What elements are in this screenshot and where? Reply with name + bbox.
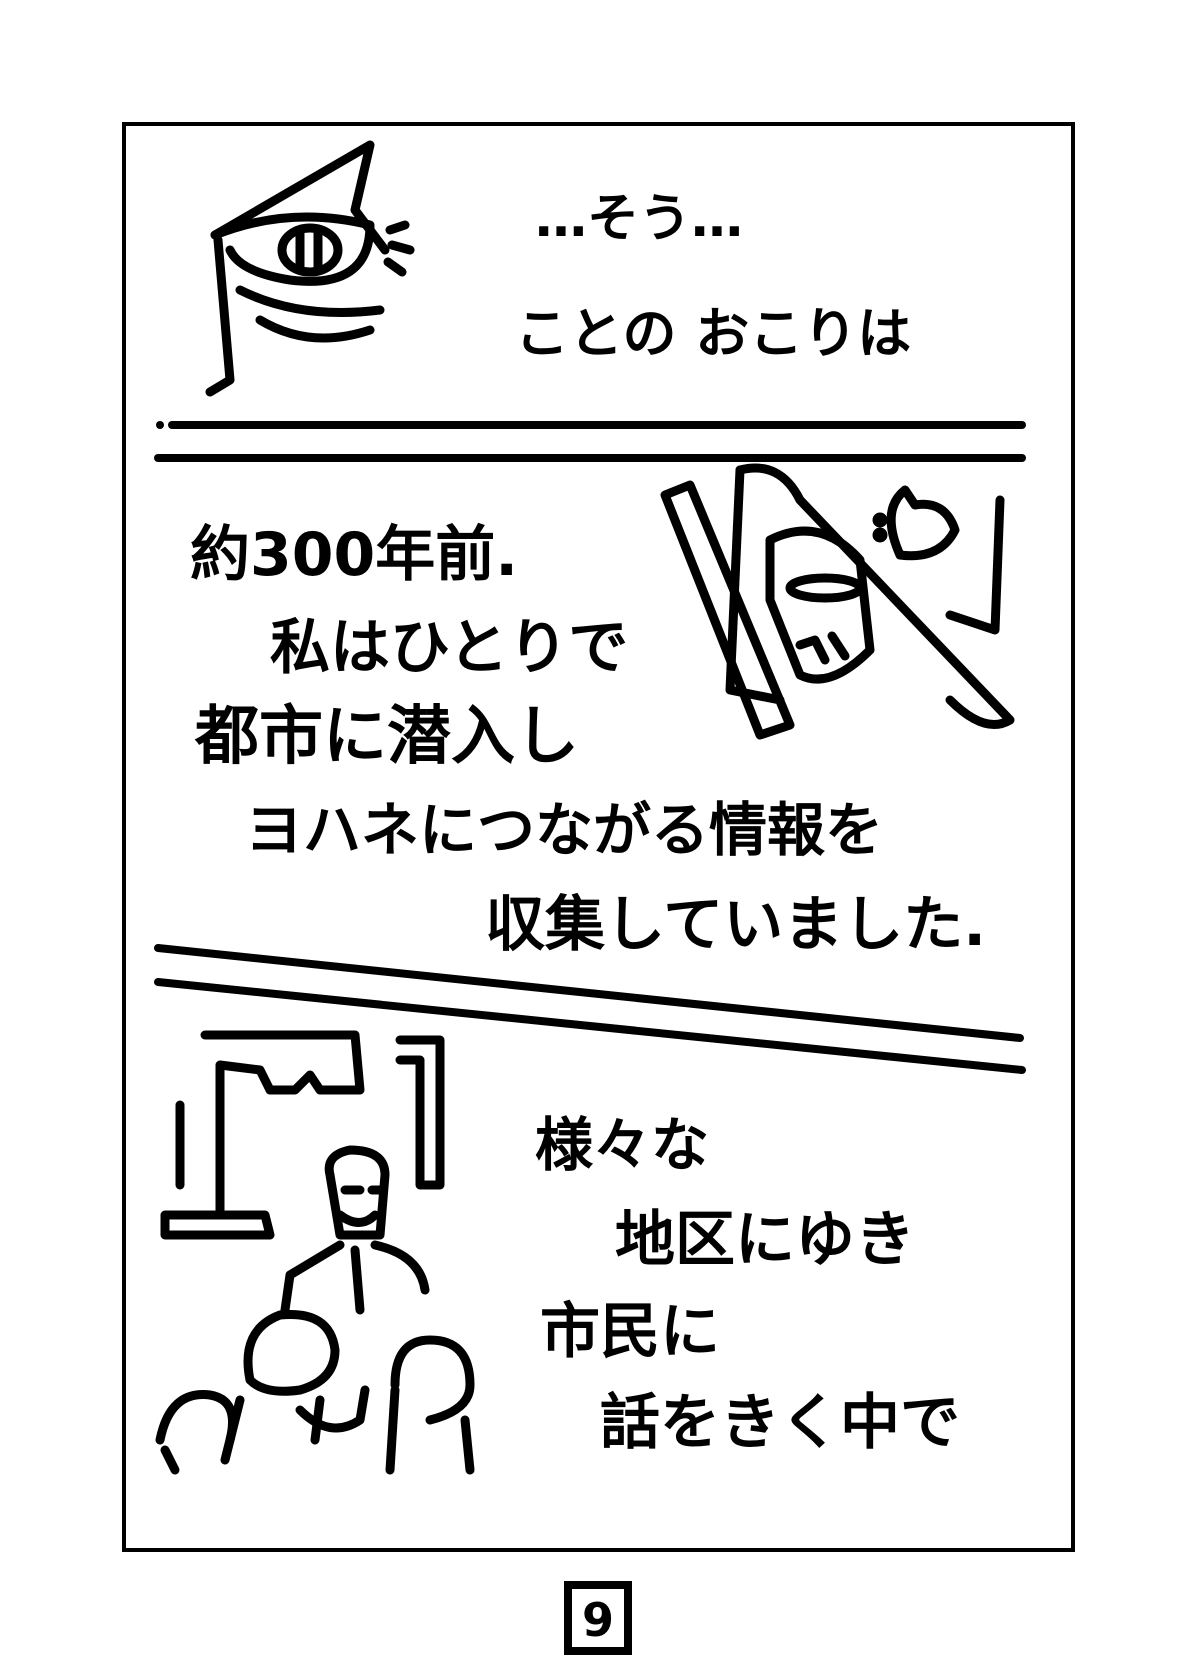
panel-2-line-3: 都市に潜入し: [194, 700, 579, 774]
panel-2-line-2: 私はひとりで: [270, 613, 628, 683]
hooded-figure-drawing: [660, 463, 1015, 740]
panel-3: 様々な 地区にゆき 市民に 話をきく中で: [155, 1030, 960, 1475]
page-number: 9: [564, 1581, 632, 1655]
panel-1-line-1: …そう…: [535, 189, 743, 249]
panel-divider-1: [154, 421, 1026, 462]
page-frame: [122, 122, 1075, 1552]
page-number-label: 9: [582, 1593, 614, 1647]
panel-3-line-1: 様々な: [535, 1111, 709, 1179]
eye-character-drawing: [205, 140, 415, 397]
panel-2-line-1: 約300年前.: [190, 520, 518, 590]
market-stall-drawing: [155, 1030, 475, 1475]
panel-3-line-2: 地区にゆき: [615, 1205, 915, 1275]
panel-2: 約300年前. 私はひとりで 都市に潜入し ヨハネにつながる情報を 収集していま…: [190, 463, 1015, 960]
panel-divider-2: [154, 944, 1026, 1074]
panel-1: …そう… ことの おこりは: [205, 140, 911, 397]
panel-3-line-3: 市民に: [540, 1297, 720, 1367]
panel-2-line-4: ヨハネにつながる情報を: [245, 796, 883, 864]
panel-2-line-5: 収集していました.: [485, 890, 986, 960]
panel-1-line-2: ことの おこりは: [515, 302, 911, 365]
panel-3-line-4: 話をきく中で: [600, 1388, 960, 1458]
